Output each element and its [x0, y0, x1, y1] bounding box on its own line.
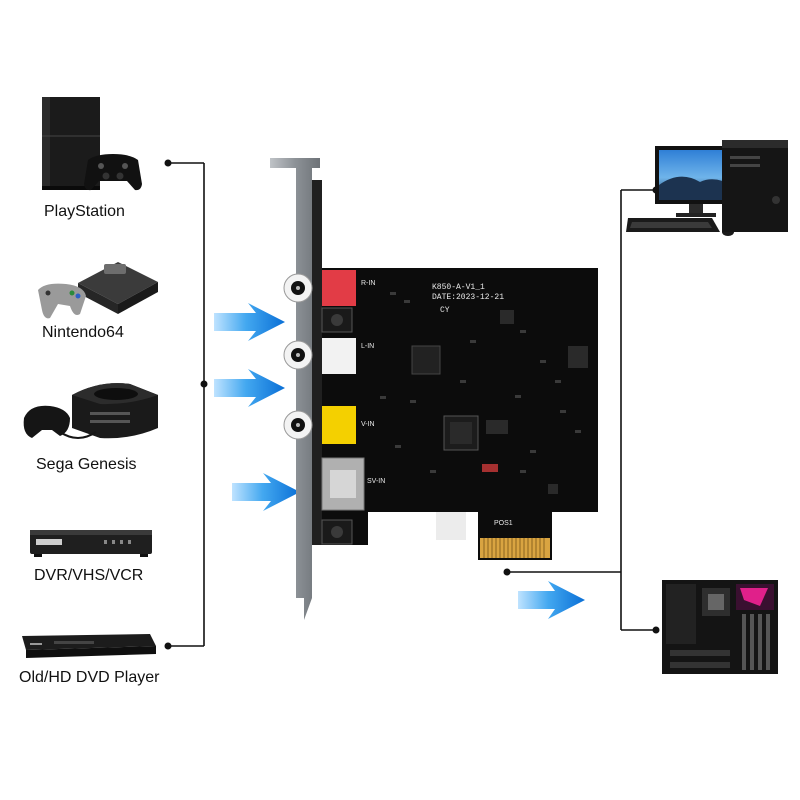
card-date: DATE:2023-12-21	[432, 293, 505, 302]
device-label-sega-genesis: Sega Genesis	[36, 456, 137, 473]
arrow-right-icon	[232, 473, 300, 511]
left-connector-lines	[168, 162, 205, 647]
sega-controller-icon	[23, 405, 97, 439]
card-model: K850-A-V1_1	[432, 283, 485, 292]
device-label-dvr-vhs-vcr: DVR/VHS/VCR	[34, 567, 144, 584]
connector-dot	[503, 568, 511, 576]
sv-in-label: SV-IN	[367, 478, 386, 485]
arrow-right-icon	[214, 369, 285, 407]
device-label-playstation: PlayStation	[44, 203, 125, 220]
v-in-jack	[283, 406, 356, 444]
pcie-contacts	[480, 538, 550, 558]
pcb-chips	[411, 310, 588, 494]
audio-mini-jack	[321, 519, 353, 545]
pcb-components	[380, 292, 581, 473]
gamepad-icon	[84, 154, 142, 191]
audio-mini-jack	[321, 307, 353, 333]
connector-dot	[652, 626, 660, 634]
pcie-label: POS1	[494, 520, 513, 527]
pc-tower-icon	[722, 140, 788, 232]
keyboard-icon	[626, 218, 734, 236]
r-in-jack	[283, 270, 356, 306]
device-label-nintendo64: Nintendo64	[42, 324, 124, 341]
v-in-label: V-IN	[361, 421, 375, 428]
pcb-board	[322, 268, 598, 560]
pcie-bracket	[270, 158, 322, 620]
arrow-right-icon	[518, 581, 585, 619]
card-signature: CY	[440, 306, 450, 315]
sv-in-jack	[321, 457, 365, 511]
dvd-player-icon	[22, 634, 156, 658]
connector-dot	[164, 159, 172, 167]
bracket-tab	[436, 512, 466, 540]
sega-genesis-console-icon	[72, 383, 158, 439]
arrow-right-icon	[214, 303, 285, 341]
right-connector-lines	[507, 189, 656, 631]
n64-controller-icon	[38, 283, 86, 319]
connector-dot	[200, 380, 208, 388]
l-in-label: L-IN	[361, 343, 375, 350]
dvr-recorder-icon	[30, 530, 152, 557]
device-label-dvd-player: Old/HD DVD Player	[19, 669, 160, 686]
nintendo64-console-icon	[78, 262, 158, 314]
motherboard-icon	[662, 580, 778, 674]
r-in-label: R-IN	[361, 280, 376, 287]
l-in-jack	[283, 338, 356, 374]
connector-dot	[164, 642, 172, 650]
